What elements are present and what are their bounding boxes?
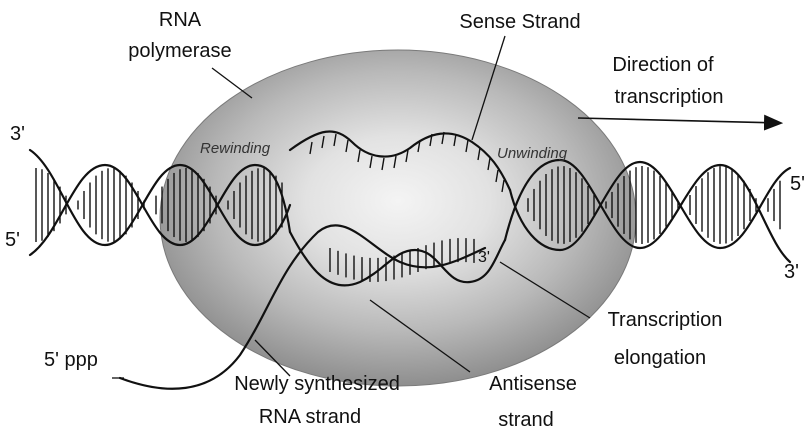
direction-arrow [578, 118, 780, 123]
label-left-5prime: 5' [5, 229, 20, 251]
label-direction-2: transcription [615, 86, 724, 108]
leader-polymerase [212, 68, 252, 98]
label-right-3prime: 3' [784, 261, 799, 283]
label-direction-1: Direction of [612, 54, 714, 76]
label-rewinding: Rewinding [200, 140, 271, 157]
label-unwinding: Unwinding [497, 145, 568, 162]
label-sense-strand: Sense Strand [459, 11, 580, 33]
label-antisense-1: Antisense [489, 373, 577, 395]
label-rna-3prime: 3' [478, 249, 490, 266]
label-elongation-2: elongation [614, 347, 706, 369]
label-new-rna-1: Newly synthesized [234, 373, 400, 395]
label-new-rna-2: RNA strand [259, 406, 361, 428]
label-rna-polymerase-2: polymerase [128, 40, 231, 62]
label-antisense-2: strand [498, 409, 554, 431]
label-elongation-1: Transcription [608, 309, 723, 331]
label-rna-polymerase-1: RNA [159, 9, 202, 31]
label-5-ppp: 5' ppp [44, 349, 98, 371]
label-left-3prime: 3' [10, 123, 25, 145]
label-right-5prime: 5' [790, 173, 805, 195]
